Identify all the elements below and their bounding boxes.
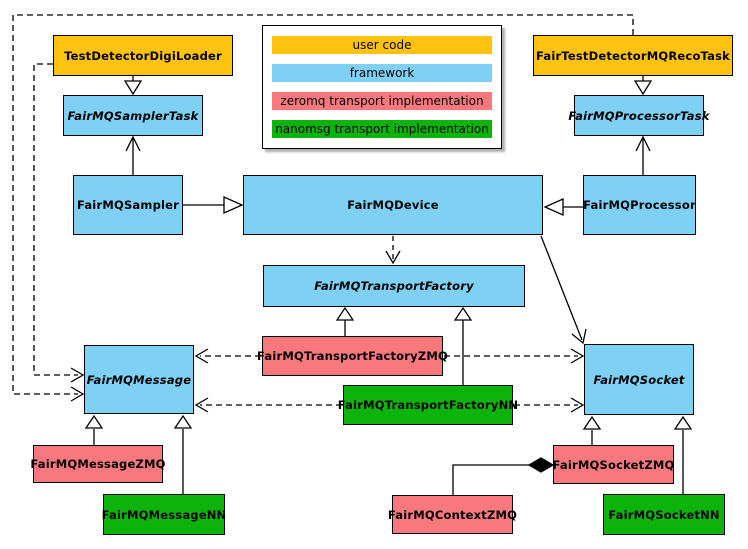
legend-item-nanomsg: nanomsg transport implementation	[272, 120, 492, 138]
legend-item-zeromq: zeromq transport implementation	[272, 92, 492, 110]
class-fairmqtransportfactory: FairMQTransportFactory	[263, 265, 525, 307]
legend-item-framework: framework	[272, 64, 492, 82]
edge-generalization-testdetectordigiloader-fairmqsamplertask	[123, 76, 143, 96]
class-fairmqsampler: FairMQSampler	[73, 175, 183, 235]
class-fairmqsocket: FairMQSocket	[584, 344, 694, 415]
legend-item-user-code: user code	[272, 36, 492, 54]
class-fairmqmessagezmq: FairMQMessageZMQ	[30, 445, 165, 483]
edge-generalization-fairmqtransportfactoryzmq-fairmqtransportfactory	[335, 306, 355, 336]
edge-dependency-fairmqtransportfactoryzmq-fairmqmessage	[194, 348, 261, 364]
class-testdetectordigiloader: TestDetectorDigiLoader	[53, 35, 233, 76]
class-fairmqmessage: FairMQMessage	[84, 345, 194, 414]
edge-generalization-fairmqsocketnn-fairmqsocket	[673, 415, 693, 494]
edge-composition-fairmqcontextzmq-fairmqsocketzmq	[452, 457, 555, 495]
edge-dependency-fairmqtransportfactoryzmq-fairmqsocket	[444, 348, 585, 364]
edge-dependency-testdetectordigiloader-fairmqmessage	[33, 63, 85, 383]
edge-association-fairmqprocessor-fairmqprocessortask	[635, 135, 651, 175]
class-fairmqsamplertask: FairMQSamplerTask	[63, 95, 203, 136]
edge-generalization-fairmqsampler-fairmqdevice	[183, 195, 244, 215]
class-fairmqmessagenn: FairMQMessageNN	[102, 494, 226, 535]
class-fairmqcontextzmq: FairMQContextZMQ	[388, 495, 517, 534]
class-fairmqtransportfactorynn: FairMQTransportFactoryNN	[338, 385, 518, 425]
edge-generalization-fairmqmessagenn-fairmqmessage	[173, 414, 193, 494]
class-fairmqsocketnn: FairMQSocketNN	[603, 494, 725, 535]
class-fairmqsocketzmq: FairMQSocketZMQ	[553, 445, 674, 484]
edge-dependency-fairmqtransportfactorynn-fairmqsocket	[514, 397, 585, 413]
edge-generalization-fairmqtransportfactorynn-fairmqtransportfactory	[453, 306, 473, 385]
edge-association-fairmqsampler-fairmqsamplertask	[125, 135, 141, 175]
edge-generalization-fairmqsocketzmq-fairmqsocket	[582, 415, 602, 445]
class-fairmqprocessortask: FairMQProcessorTask	[568, 95, 709, 136]
edge-generalization-fairmqmessagezmq-fairmqmessage	[84, 414, 104, 445]
class-fairtestdetectormqrecotask: FairTestDetectorMQRecoTask	[533, 35, 733, 76]
edge-dependency-fairtestdetectormqrecotask-fairmqmessage	[12, 14, 634, 402]
edge-association-fairmqdevice-fairmqsocket	[540, 235, 587, 345]
edge-generalization-fairmqprocessor-fairmqdevice	[543, 197, 583, 217]
class-fairmqprocessor: FairMQProcessor	[583, 175, 696, 235]
class-fairmqdevice: FairMQDevice	[243, 175, 543, 235]
legend: user code framework zeromq transport imp…	[262, 25, 502, 149]
edge-generalization-fairtestdetectormqrecotask-fairmqprocessortask	[633, 76, 653, 96]
edge-dependency-fairmqtransportfactorynn-fairmqmessage	[194, 397, 342, 413]
class-fairmqtransportfactoryzmq: FairMQTransportFactoryZMQ	[257, 336, 448, 376]
edge-dependency-fairmqdevice-fairmqtransportfactory	[385, 236, 401, 265]
